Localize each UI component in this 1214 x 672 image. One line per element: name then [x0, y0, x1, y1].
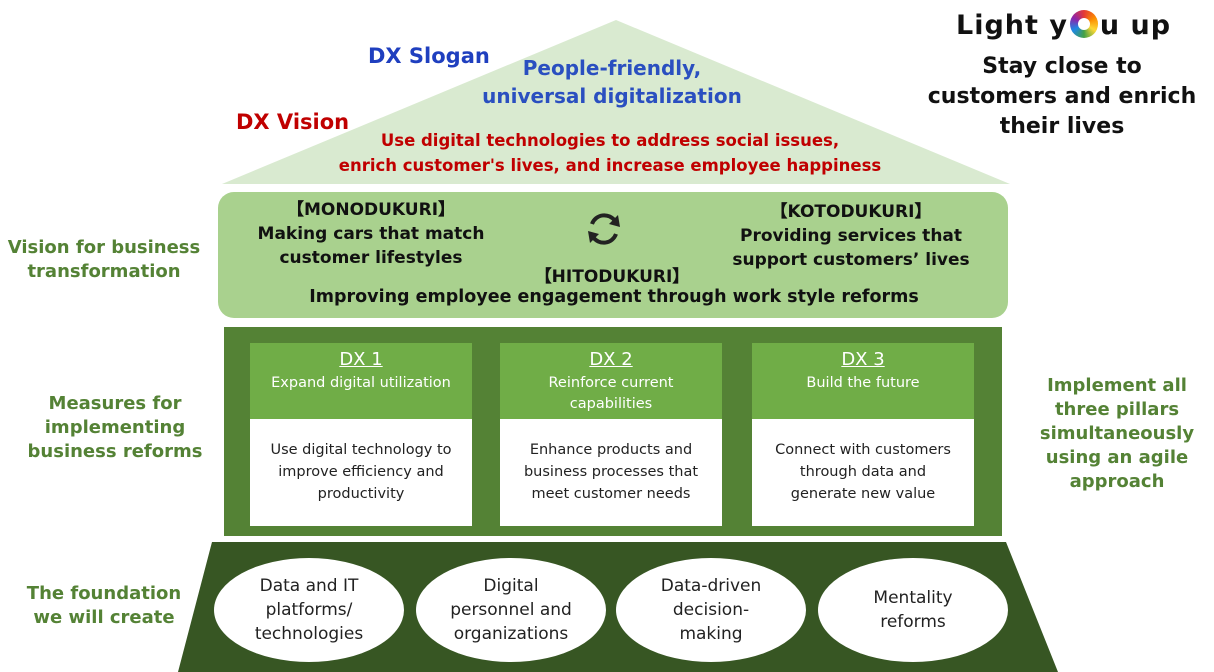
dx-slogan-text: People-friendly, universal digitalizatio…	[482, 56, 742, 108]
pillar-number: DX 3	[841, 349, 885, 370]
side-label-foundation: The foundation we will create	[26, 583, 182, 628]
dx-vision-text: Use digital technologies to address soci…	[338, 131, 882, 175]
pillar-dx3: DX 3 Build the future Connect with custo…	[752, 343, 974, 526]
monodukuri-title: 【MONODUKURI】	[286, 200, 456, 220]
monodukuri-block: 【MONODUKURI】 Making cars that match cust…	[236, 198, 506, 270]
kotodukuri-title: 【KOTODUKURI】	[770, 202, 932, 222]
side-label-vision: Vision for business transformation	[7, 237, 201, 282]
dx-vision-label: DX Vision	[236, 110, 350, 134]
hitodukuri-title: 【HITODUKURI】	[534, 267, 690, 287]
side-label-measures: Measures for implementing business refor…	[27, 393, 203, 462]
pillar-dx1: DX 1 Expand digital utilization Use digi…	[250, 343, 472, 526]
rainbow-ring-icon	[1069, 10, 1098, 38]
pillar-description: Enhance products and business processes …	[523, 442, 699, 502]
pillar-header: DX 3 Build the future	[752, 343, 974, 419]
pillar-subtitle: Build the future	[806, 375, 920, 391]
pillar-subtitle: Expand digital utilization	[271, 375, 451, 391]
foundation-item-data-platforms: Data and IT platforms/ technologies	[214, 558, 404, 662]
kotodukuri-block: 【KOTODUKURI】 Providing services that sup…	[716, 200, 986, 272]
foundation-item-data-driven: Data-driven decision- making	[616, 558, 806, 662]
foundation-item-digital-personnel: Digital personnel and organizations	[416, 558, 606, 662]
tagline-statement: Stay close to customers and enrich their…	[927, 54, 1197, 139]
foundation-item-mentality: Mentality reforms	[818, 558, 1008, 662]
pillar-header: DX 1 Expand digital utilization	[250, 343, 472, 419]
pillar-description: Use digital technology to improve effici…	[270, 442, 452, 502]
side-label-agile: Implement all three pillars simultaneous…	[1039, 375, 1195, 492]
pillar-description: Connect with customers through data and …	[775, 442, 951, 502]
pillar-number: DX 1	[339, 349, 383, 370]
vision-block	[218, 192, 1008, 318]
dx-slogan-label: DX Slogan	[368, 44, 490, 68]
hitodukuri-desc: Improving employee engagement through wo…	[309, 287, 919, 307]
pillar-number: DX 2	[589, 349, 633, 370]
cycle-arrows-icon	[588, 213, 620, 245]
